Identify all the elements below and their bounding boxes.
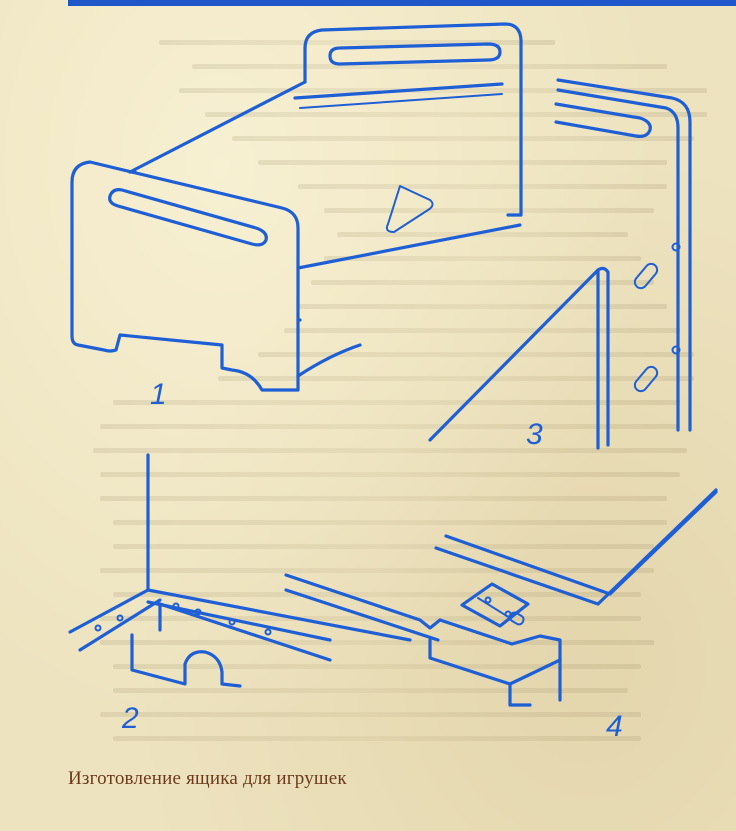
back-edge bbox=[128, 80, 307, 174]
panel-slot-3 bbox=[554, 102, 652, 138]
front-panel-slot bbox=[108, 188, 268, 247]
box-bottom-edge bbox=[296, 223, 522, 270]
figure-2-base bbox=[68, 453, 412, 688]
front-side-panel bbox=[70, 160, 300, 392]
back-panel-slot bbox=[328, 42, 502, 66]
top-border-bar bbox=[68, 0, 736, 6]
figure-3-panel-dowels bbox=[428, 78, 692, 450]
base-foot-cutout bbox=[130, 633, 242, 688]
figure-4-lid-hinge bbox=[284, 488, 718, 707]
figure-1-toy-box bbox=[70, 22, 523, 392]
figure-label-2: 2 bbox=[121, 702, 139, 735]
hinge-frame bbox=[438, 618, 562, 702]
box-front-bottom bbox=[296, 343, 362, 378]
front-top-edge bbox=[293, 82, 504, 100]
hinge bbox=[460, 582, 530, 628]
back-side-panel bbox=[303, 22, 523, 217]
figure-label-3: 3 bbox=[526, 418, 543, 451]
tall-panel-edge bbox=[556, 78, 692, 432]
figure-label-4: 4 bbox=[606, 710, 623, 743]
figure-caption: Изготовление ящика для игрушек bbox=[68, 768, 347, 789]
figure-label-1: 1 bbox=[150, 378, 167, 411]
dowel-panel bbox=[428, 266, 610, 447]
